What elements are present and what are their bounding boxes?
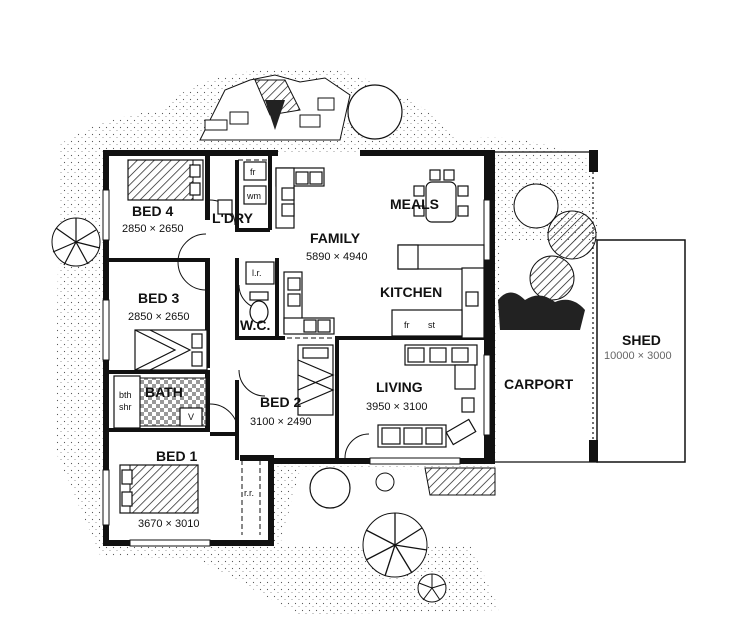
tree-left	[51, 217, 101, 267]
carport-label: CARPORT	[504, 376, 574, 392]
family-lounge	[275, 167, 325, 229]
carport	[490, 150, 598, 464]
shrub-dark	[498, 292, 585, 330]
bed2-label: BED 2	[260, 394, 301, 410]
living-label: LIVING	[376, 379, 423, 395]
shed	[596, 239, 686, 463]
meals-table	[413, 169, 469, 223]
kitchen-label: KITCHEN	[380, 284, 442, 300]
bed-1-furniture	[119, 464, 199, 514]
bed3-dims: 2850 × 2650	[128, 311, 189, 323]
linen-cupboard	[245, 261, 275, 285]
laundry-label: L'DRY	[212, 210, 254, 226]
family-lounge-2	[283, 271, 335, 335]
living-furniture	[377, 344, 478, 448]
laundry-fridge-label: fr	[250, 167, 256, 177]
wc-toilet	[249, 291, 269, 324]
bed1-dims: 3670 × 3010	[138, 518, 199, 530]
bed-2-furniture	[297, 344, 335, 416]
garden-bed-living	[375, 467, 496, 496]
kitchen-fridge-label: fr	[404, 320, 410, 330]
bed4-dims: 2850 × 2650	[122, 223, 183, 235]
tree-bottom-1	[309, 467, 351, 509]
shower-label: shr	[119, 402, 132, 412]
bath-tub-label: bth	[119, 390, 132, 400]
shed-label: SHED	[622, 332, 661, 348]
shed-dims: 10000 × 3000	[604, 350, 672, 362]
bath-area	[113, 375, 207, 429]
kitchen-benches	[391, 244, 485, 339]
family-dims: 5890 × 4940	[306, 251, 367, 263]
tree-carport-3	[529, 255, 575, 301]
wc-label: W.C.	[240, 317, 270, 333]
bed-4-furniture	[127, 159, 204, 201]
family-label: FAMILY	[310, 230, 361, 246]
bath-label: BATH	[145, 384, 183, 400]
rock-garden	[199, 74, 351, 141]
bed2-dims: 3100 × 2490	[250, 416, 311, 428]
bed1-label: BED 1	[156, 448, 197, 464]
linen-label: l.r.	[252, 268, 262, 278]
tree-top-right	[347, 84, 403, 140]
tree-bottom-2	[362, 512, 428, 578]
tree-carport-2	[547, 210, 597, 260]
living-dims: 3950 × 3100	[366, 401, 427, 413]
bed3-label: BED 3	[138, 290, 179, 306]
bed4-label: BED 4	[132, 203, 173, 219]
tree-carport-1	[513, 183, 559, 229]
washing-machine-label: wm	[246, 191, 261, 201]
meals-label: MEALS	[390, 196, 439, 212]
stove-label: st	[428, 320, 436, 330]
vanity-label: V	[188, 412, 194, 422]
tree-bottom-3	[417, 573, 447, 603]
bed-3-furniture	[134, 329, 208, 371]
doors	[177, 199, 370, 459]
robe-label: r.r.	[244, 488, 254, 498]
laundry-fixtures	[217, 161, 267, 215]
